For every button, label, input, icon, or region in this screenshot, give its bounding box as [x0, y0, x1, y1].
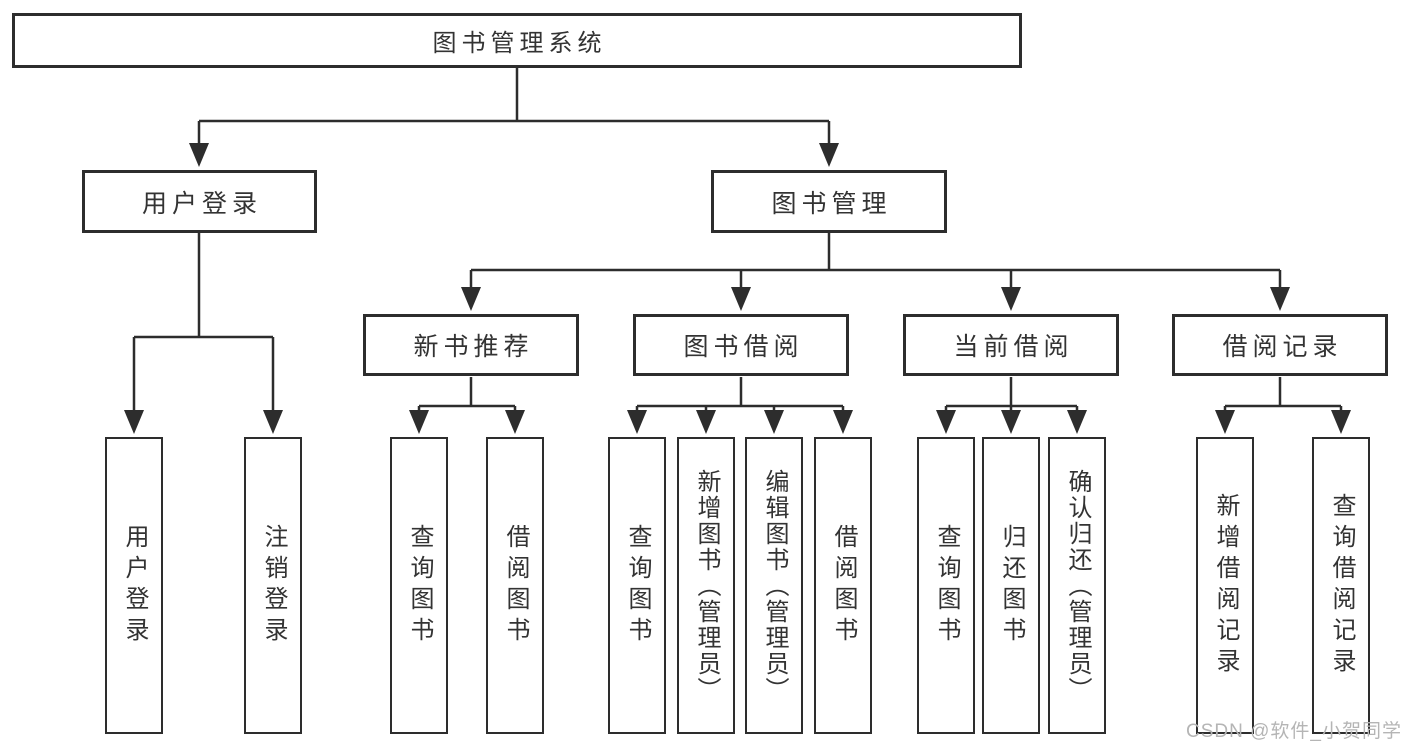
node-library-management-system: 图书管理系统 [12, 13, 1022, 68]
node-label: 用户登录 [121, 523, 148, 648]
leaf-query-books-current: 查询图书 [917, 437, 975, 734]
node-label: 新书推荐 [413, 333, 534, 361]
node-label: 图书借阅 [683, 333, 804, 361]
leaf-confirm-return-admin: 确认归还（管理员） [1048, 437, 1106, 734]
arrowhead [627, 410, 647, 434]
arrowhead [696, 410, 716, 434]
arrowhead [1067, 410, 1087, 434]
leaf-return-book: 归还图书 [982, 437, 1040, 734]
leaf-add-book-admin: 新增图书（管理员） [677, 437, 735, 734]
node-book-borrow: 图书借阅 [633, 314, 849, 376]
node-current-borrow: 当前借阅 [903, 314, 1119, 376]
node-label: 查询借阅记录 [1328, 492, 1355, 679]
leaf-add-borrow-record: 新增借阅记录 [1196, 437, 1254, 734]
watermark: CSDN @软件_小贺同学 [1186, 721, 1402, 742]
arrowhead [124, 410, 144, 434]
node-label: 新增借阅记录 [1212, 492, 1239, 679]
connector-user-login-to-children [124, 233, 283, 434]
leaf-edit-book-admin: 编辑图书（管理员） [745, 437, 803, 734]
connector-current-borrow-to-children [936, 377, 1087, 434]
arrowhead [1215, 410, 1235, 434]
connector-book-management-to-children [461, 233, 1290, 311]
leaf-query-books-borrow: 查询图书 [608, 437, 666, 734]
node-label: 借阅记录 [1222, 333, 1343, 361]
node-borrow-records: 借阅记录 [1172, 314, 1388, 376]
node-label: 归还图书 [998, 523, 1025, 648]
arrowhead [936, 410, 956, 434]
node-label: 查询图书 [933, 523, 960, 648]
arrowhead [731, 287, 751, 311]
arrowhead [819, 143, 839, 167]
arrowhead [764, 410, 784, 434]
node-label: 当前借阅 [953, 333, 1074, 361]
arrowhead [1331, 410, 1351, 434]
arrowhead [1001, 410, 1021, 434]
node-new-book-recommend: 新书推荐 [363, 314, 579, 376]
arrowhead [409, 410, 429, 434]
arrowhead [1001, 287, 1021, 311]
node-label: 确认归还（管理员） [1064, 468, 1091, 703]
node-label: 注销登录 [260, 523, 287, 648]
node-label: 图书管理系统 [432, 30, 607, 57]
connector-borrow-records-to-children [1215, 377, 1351, 434]
leaf-borrow-books: 借阅图书 [814, 437, 872, 734]
node-label: 图书管理 [771, 189, 892, 218]
leaf-query-borrow-record: 查询借阅记录 [1312, 437, 1370, 734]
node-label: 查询图书 [624, 523, 651, 648]
leaf-borrow-books-recommend: 借阅图书 [486, 437, 544, 734]
arrowhead [1270, 287, 1290, 311]
leaf-logout: 注销登录 [244, 437, 302, 734]
leaf-user-login: 用户登录 [105, 437, 163, 734]
connector-book-borrow-to-children [627, 377, 853, 434]
node-label: 查询图书 [406, 523, 433, 648]
node-label: 借阅图书 [502, 523, 529, 648]
node-user-login: 用户登录 [82, 170, 317, 233]
arrowhead [263, 410, 283, 434]
leaf-query-books-recommend: 查询图书 [390, 437, 448, 734]
node-label: 借阅图书 [830, 523, 857, 648]
arrowhead [833, 410, 853, 434]
node-label: 用户登录 [141, 189, 262, 218]
connector-root-to-level2 [189, 68, 839, 167]
connector-new-book-recommend-to-children [409, 377, 525, 434]
node-book-management: 图书管理 [711, 170, 947, 233]
arrowhead [461, 287, 481, 311]
node-label: 编辑图书（管理员） [761, 468, 788, 703]
arrowhead [189, 143, 209, 167]
arrowhead [505, 410, 525, 434]
node-label: 新增图书（管理员） [693, 468, 720, 703]
